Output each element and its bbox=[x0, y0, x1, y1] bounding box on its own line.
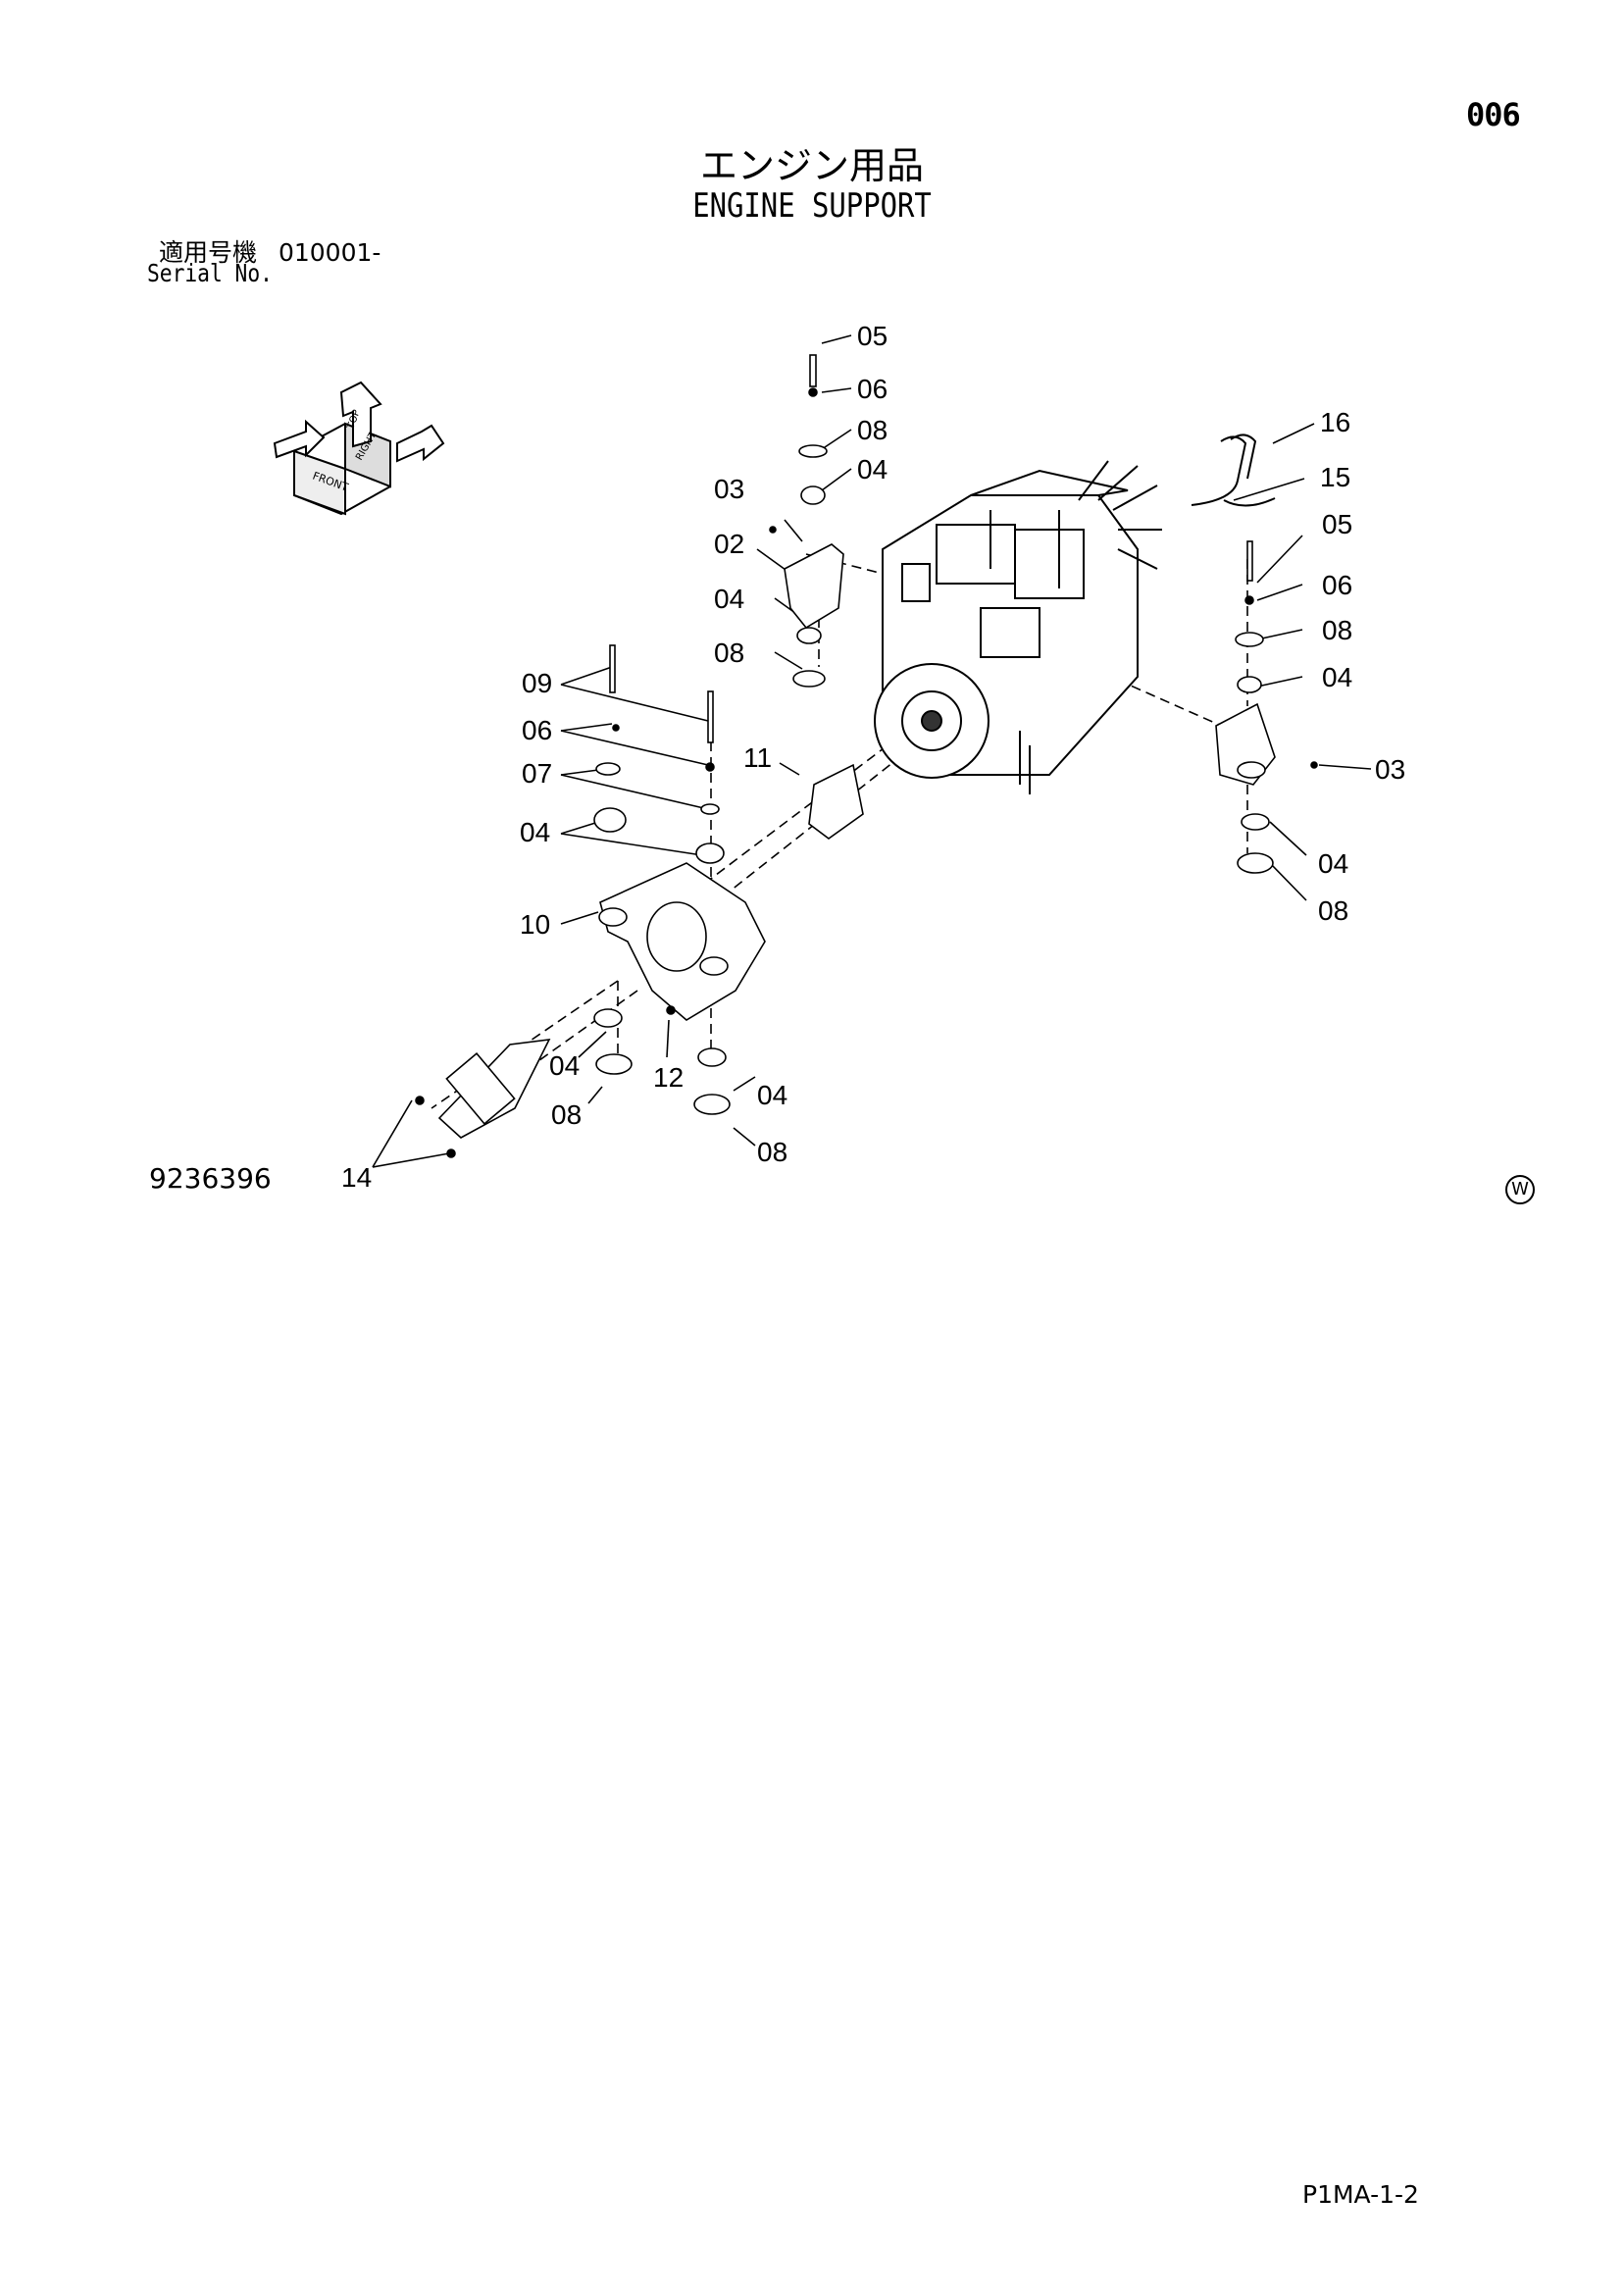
plate-08-lower-right bbox=[1237, 852, 1274, 874]
callout-06: 06 bbox=[857, 374, 888, 404]
callout-06: 06 bbox=[522, 715, 552, 745]
callout-08: 08 bbox=[857, 415, 888, 445]
bolt-09-a bbox=[609, 644, 616, 693]
callout-03: 03 bbox=[714, 474, 744, 504]
bolt-03-right bbox=[1310, 761, 1318, 769]
washer-06-b bbox=[705, 762, 715, 772]
callout-08: 08 bbox=[551, 1099, 582, 1130]
callout-04: 04 bbox=[1318, 848, 1348, 879]
rubber-mount-04-upper bbox=[800, 485, 826, 505]
callout-04: 04 bbox=[714, 584, 744, 614]
callout-10: 10 bbox=[520, 909, 550, 940]
direction-cube-icon: FRONT TOP RIGHT bbox=[273, 381, 445, 516]
page-title-japanese: エンジン用品 bbox=[699, 144, 924, 187]
callout-labels: 05 06 08 04 03 02 04 08 16 15 05 06 08 0… bbox=[341, 321, 1405, 1193]
callout-04: 04 bbox=[857, 454, 888, 485]
callout-04: 04 bbox=[520, 817, 550, 847]
plate-08-c bbox=[595, 1053, 633, 1075]
lock-washer-06-right bbox=[1244, 595, 1254, 605]
rubber-mount-04-a bbox=[593, 807, 627, 833]
left-mount-parts bbox=[415, 644, 864, 1158]
plate-08-right bbox=[1235, 632, 1264, 647]
callout-02: 02 bbox=[714, 529, 744, 559]
bolt-14-b bbox=[446, 1148, 456, 1158]
plate-07-b bbox=[700, 803, 720, 815]
figure-number: 9236396 bbox=[149, 1162, 272, 1195]
bolt-09-b bbox=[707, 690, 714, 743]
bracket-hole-right bbox=[1237, 761, 1266, 779]
callout-08: 08 bbox=[714, 638, 744, 668]
rubber-mount-04-lower-right bbox=[1241, 813, 1270, 831]
bracket-02 bbox=[784, 543, 844, 630]
washer-06-left bbox=[612, 724, 620, 732]
callout-06: 06 bbox=[1322, 570, 1352, 600]
rubber-mount-04-d bbox=[697, 1047, 727, 1067]
callout-08: 08 bbox=[1318, 895, 1348, 926]
callout-12: 12 bbox=[653, 1062, 684, 1093]
plate-08-left bbox=[792, 670, 826, 688]
rubber-mount-04-b bbox=[695, 842, 725, 864]
page-code: P1MA-1-2 bbox=[1302, 2180, 1419, 2209]
coupling-11 bbox=[808, 763, 864, 840]
bolt-05-right bbox=[1246, 540, 1253, 582]
serial-label-english: Serial No. bbox=[147, 259, 273, 287]
right-mount-parts bbox=[769, 354, 1318, 874]
callout-09: 09 bbox=[522, 668, 552, 698]
callout-05: 05 bbox=[857, 321, 888, 351]
rubber-mount-04-c bbox=[593, 1008, 623, 1028]
rubber-mount-04-left bbox=[796, 627, 822, 644]
callout-16: 16 bbox=[1320, 407, 1350, 437]
plate-08-upper bbox=[798, 444, 828, 458]
bolt-12 bbox=[666, 1005, 676, 1015]
plate-07-a bbox=[595, 762, 621, 776]
callout-05: 05 bbox=[1322, 509, 1352, 539]
callout-08: 08 bbox=[1322, 615, 1352, 645]
page-number: 006 bbox=[1466, 96, 1521, 133]
callout-04: 04 bbox=[549, 1050, 580, 1081]
engine-assembly bbox=[874, 460, 1162, 794]
rubber-mount-04-right bbox=[1237, 676, 1262, 693]
callout-04: 04 bbox=[757, 1080, 787, 1110]
serial-number-row: 適用号機 010001- bbox=[159, 233, 381, 269]
serial-label-japanese: 適用号機 bbox=[159, 238, 258, 267]
lock-washer-06-upper bbox=[808, 387, 818, 397]
bolt-14-a bbox=[415, 1096, 425, 1105]
bolt-03-left bbox=[769, 526, 777, 534]
hoses-15-16 bbox=[1191, 434, 1276, 507]
callout-07: 07 bbox=[522, 758, 552, 789]
callout-03: 03 bbox=[1375, 754, 1405, 785]
callout-11: 11 bbox=[743, 742, 772, 773]
callout-04: 04 bbox=[1322, 662, 1352, 692]
bolt-05-upper bbox=[809, 354, 817, 387]
callout-08: 08 bbox=[757, 1137, 787, 1167]
serial-value: 010001- bbox=[278, 238, 381, 267]
callout-15: 15 bbox=[1320, 462, 1350, 492]
page-title-english: ENGINE SUPPORT bbox=[692, 186, 932, 226]
plate-08-d bbox=[693, 1094, 731, 1115]
w-circle-mark: W bbox=[1505, 1175, 1535, 1204]
callout-14: 14 bbox=[341, 1162, 372, 1193]
